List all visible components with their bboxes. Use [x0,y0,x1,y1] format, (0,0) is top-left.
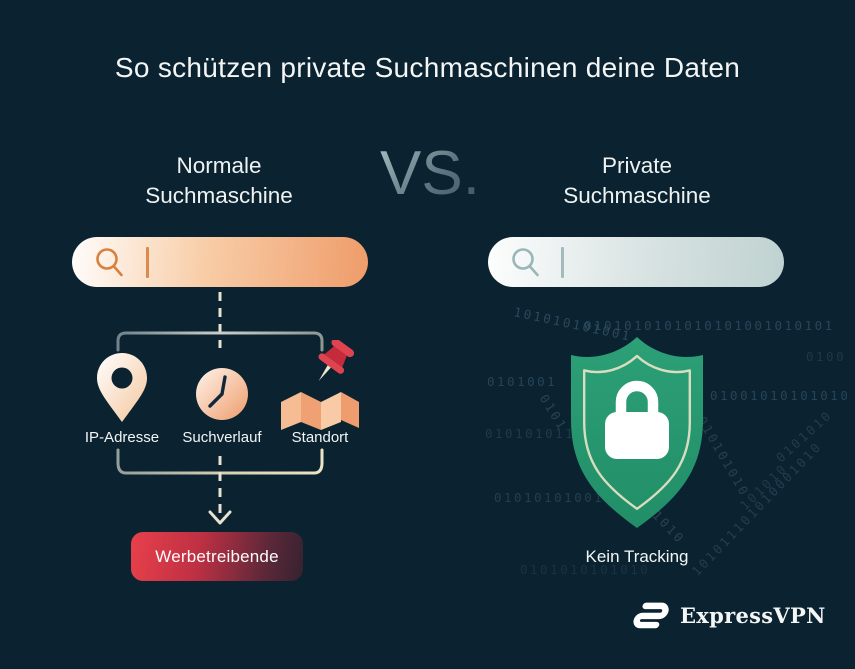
page-title: So schützen private Suchmaschinen deine … [114,52,741,83]
split-bracket [116,331,324,352]
left-column-heading: Normale Suchmaschine [89,151,349,211]
right-heading-line1: Private [601,153,673,178]
advertisers-button[interactable]: Werbetreibende [131,532,303,581]
map-pushpin-icon [281,340,359,430]
magnifier-icon [96,248,123,277]
item-label-standort: Standort [291,429,349,446]
connector-lines [116,292,324,525]
clock-icon [196,368,248,420]
binary-code-text: 0101010 [772,406,836,466]
arrowhead-icon [208,510,232,525]
shield-lock-icon [571,337,703,528]
advertisers-label: Werbetreibende [155,546,279,566]
brand-logo: ExpressVPN [628,595,826,635]
right-heading-line2: Suchmaschine [563,183,711,208]
binary-code-text: 01001010101010 [710,388,851,403]
right-column-heading: Private Suchmaschine [507,151,767,211]
expressvpn-logo-icon [633,602,669,629]
location-pin-icon [97,353,147,422]
item-label-suchverlauf: Suchverlauf [182,429,262,446]
binary-code-text: 101010 [736,460,791,513]
merge-bracket [116,448,324,475]
binary-code-text: 010101011 [485,426,576,441]
text-cursor [561,247,564,278]
lock-icon [605,380,669,459]
binary-code-text: 0100 [806,349,847,364]
left-heading-line2: Suchmaschine [145,183,293,208]
binary-code-text: 0101001 [487,374,558,389]
magnifier-icon [512,248,539,277]
private-search-input[interactable] [488,237,784,287]
kein-tracking-caption: Kein Tracking [585,547,689,566]
normal-search-input[interactable] [72,237,368,287]
brand-name: ExpressVPN [680,602,826,628]
binary-code-text: 0101010101010101001010101 [584,318,835,333]
text-cursor [146,247,149,278]
item-label-ip-adresse: IP-Adresse [84,429,160,446]
left-heading-line1: Normale [176,153,262,178]
vs-label: VS. [358,138,502,210]
